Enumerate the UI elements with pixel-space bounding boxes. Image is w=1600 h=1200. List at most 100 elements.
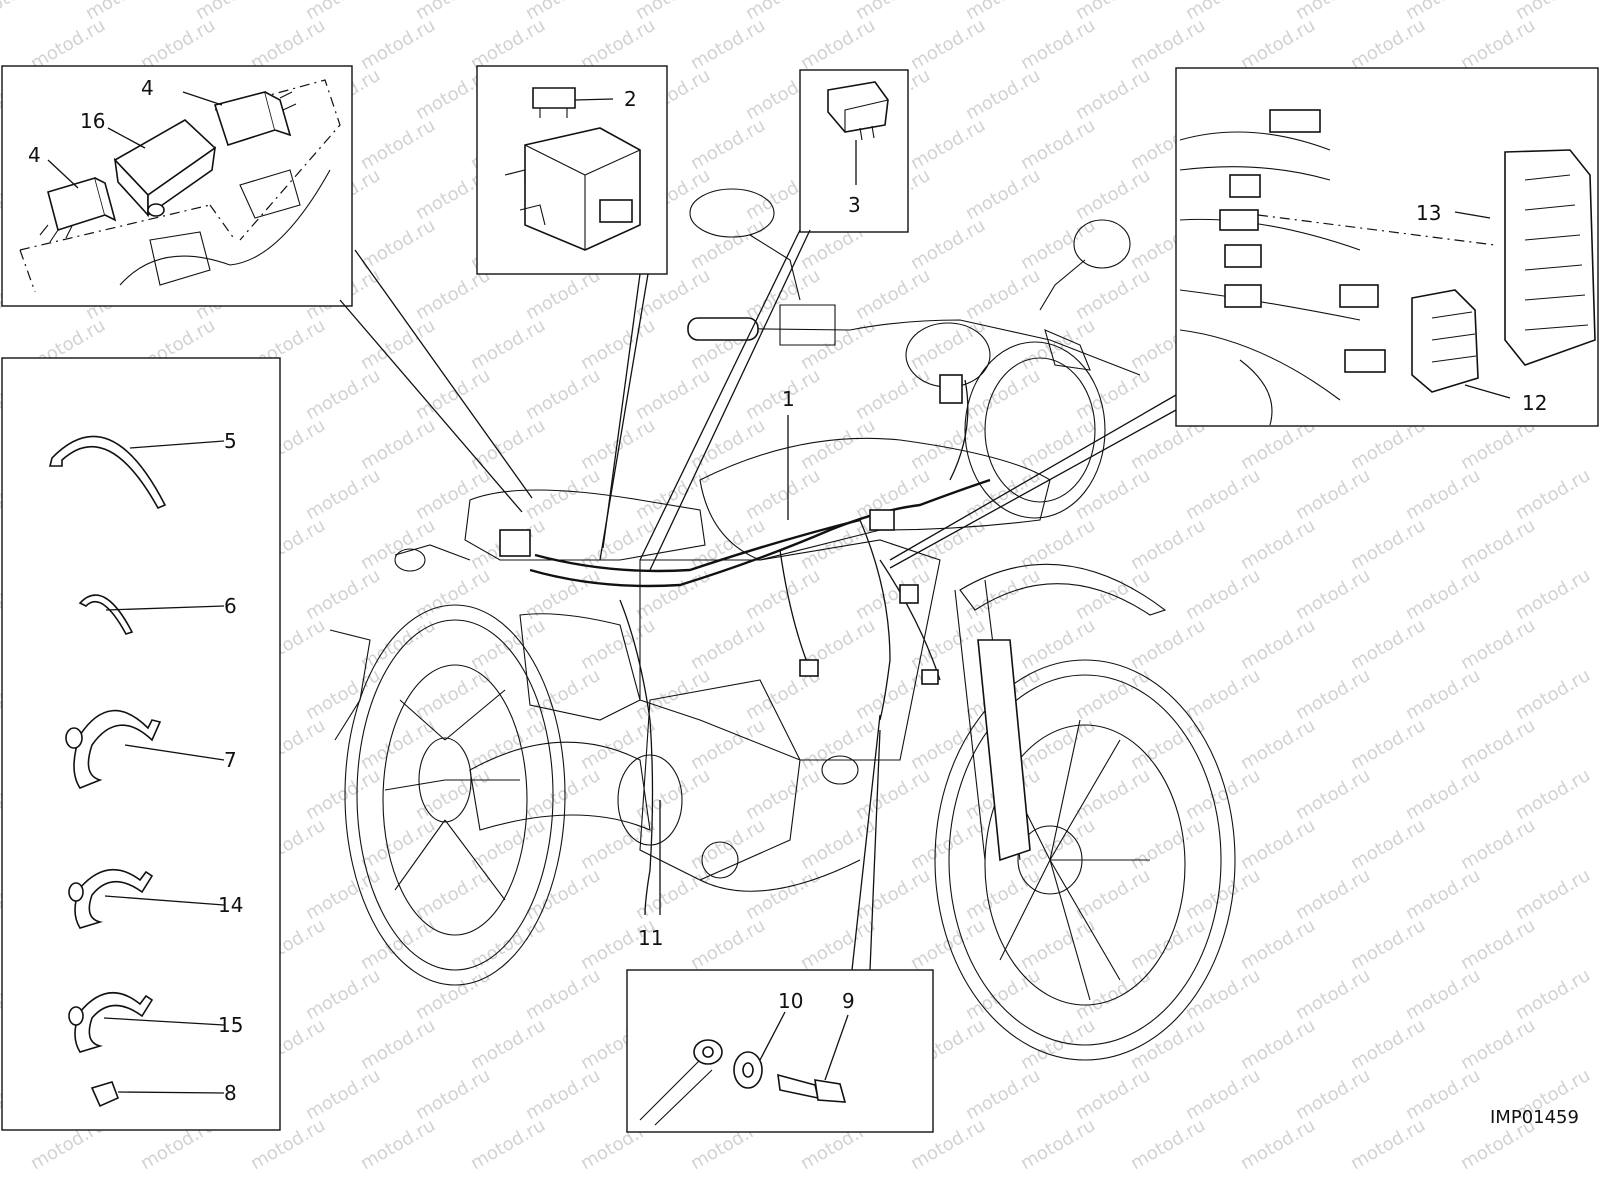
watermark-text: motod.ru [962,65,1044,124]
rear-wheel [344,604,566,986]
watermark-text: motod.ru [907,915,989,974]
watermark-text: motod.ru [1072,65,1154,124]
watermark-text: motod.ru [1292,465,1374,524]
watermark-text: motod.ru [1017,15,1099,74]
callout-labels: 4 16 4 2 3 1 13 12 5 6 7 14 15 8 11 10 9… [28,76,1579,1128]
watermark-text: motod.ru [1457,515,1539,574]
watermark-text: motod.ru [1017,415,1099,474]
watermark-text: motod.ru [1402,565,1484,624]
watermark-text: motod.ru [907,215,989,274]
watermark-text: motod.ru [522,665,604,724]
watermark-text: motod.ru [1402,765,1484,824]
seat [464,489,706,561]
watermark-text: motod.ru [687,615,769,674]
watermark-text: motod.ru [687,15,769,74]
watermark-text: motod.ru [357,515,439,574]
watermark-text: motod.ru [1292,565,1374,624]
watermark-text: motod.ru [742,765,824,824]
front-fork [954,579,1031,862]
watermark-text: motod.ru [1072,265,1154,324]
watermark-text: motod.ru [302,365,384,424]
watermark-text: motod.ru [632,765,714,824]
watermark-text: motod.ru [357,315,439,374]
panel-connector-holders [1175,67,1599,427]
watermark-text: motod.ru [632,865,714,924]
watermark-text: motod.ru [1017,115,1099,174]
watermark-text: motod.ru [467,1115,549,1174]
watermark-text: motod.ru [412,465,494,524]
watermark-text: motod.ru [1072,665,1154,724]
watermark-text: motod.ru [687,115,769,174]
watermark-text: motod.ru [632,665,714,724]
watermark-text: motod.ru [412,365,494,424]
watermark-text: motod.ru [1512,965,1594,1024]
watermark-text: motod.ru [577,315,659,374]
relay-16-flasher [113,119,217,218]
watermark-text: motod.ru [1237,815,1319,874]
watermark-text: motod.ru [1457,15,1539,74]
callout-2: 2 [624,87,637,111]
cable-tie-6 [78,594,134,635]
watermark-text: motod.ru [1347,1015,1429,1074]
watermark-text: motod.ru [852,565,934,624]
watermark-text: motod.ru [1402,465,1484,524]
callout-11: 11 [638,926,663,950]
watermark-text: motod.ru [1017,615,1099,674]
callout-3: 3 [848,193,861,217]
connector-holder-12 [1411,289,1479,393]
watermark-text: motod.ru [1072,765,1154,824]
clamp-15 [68,991,154,1053]
handlebar [687,188,1141,376]
watermark-text: motod.ru [1512,465,1594,524]
watermark-text: motod.ru [1237,915,1319,974]
clip-8 [90,1081,120,1108]
callout-1: 1 [782,387,795,411]
leader-lines [47,91,1511,1094]
watermark-text: motod.ru [522,465,604,524]
callout-14: 14 [218,893,243,917]
watermark-text: motod.ru [357,815,439,874]
relay-4-top [213,91,297,147]
panel-fuse-box [476,65,668,275]
watermark-text: motod.ru [1347,715,1429,774]
headlight [964,341,1106,519]
watermark-text: motod.ru [797,515,879,574]
watermark-text: motod.ru [1182,965,1264,1024]
callout-15: 15 [218,1013,243,1037]
watermark-text: motod.ru [1347,915,1429,974]
watermark-text: motod.ru [687,215,769,274]
watermark-text: motod.ru [1127,815,1209,874]
watermark-text: motod.ru [1127,515,1209,574]
watermark-text: motod.ru [1347,815,1429,874]
watermark-text: motod.ru [522,1065,604,1124]
watermark-text: motod.ru [357,15,439,74]
watermark-text: motod.ru [797,415,879,474]
relay-4-left [39,176,117,243]
watermark-text: motod.ru [357,415,439,474]
watermark-text: motod.ru [1292,865,1374,924]
watermark-text: motod.ru [1237,615,1319,674]
watermark-text: motod.ru [962,1065,1044,1124]
watermark-text: motod.ru [797,815,879,874]
watermark-text: motod.ru [1402,965,1484,1024]
watermark-text: motod.ru [577,615,659,674]
panel-connector-3 [799,69,909,233]
relay-bracket [149,169,301,286]
watermark-text: motod.ru [1402,1065,1484,1124]
watermark-text: motod.ru [1512,865,1594,924]
watermark-text: motod.ru [302,1065,384,1124]
watermark-text: motod.ru [1072,965,1154,1024]
watermark-text: motod.ru [302,665,384,724]
callout-5: 5 [224,429,237,453]
watermark-text: motod.ru [742,465,824,524]
watermark-text: motod.ru [522,565,604,624]
watermark-text: motod.ru [1292,765,1374,824]
watermark-text: motod.ru [1182,1065,1264,1124]
watermark-text: motod.ru [797,915,879,974]
callout-16: 16 [80,109,105,133]
watermark-text: motod.ru [1127,615,1209,674]
watermark-text: motod.ru [467,915,549,974]
panel-relays [1,65,353,307]
watermark-text: motod.ru [1127,715,1209,774]
